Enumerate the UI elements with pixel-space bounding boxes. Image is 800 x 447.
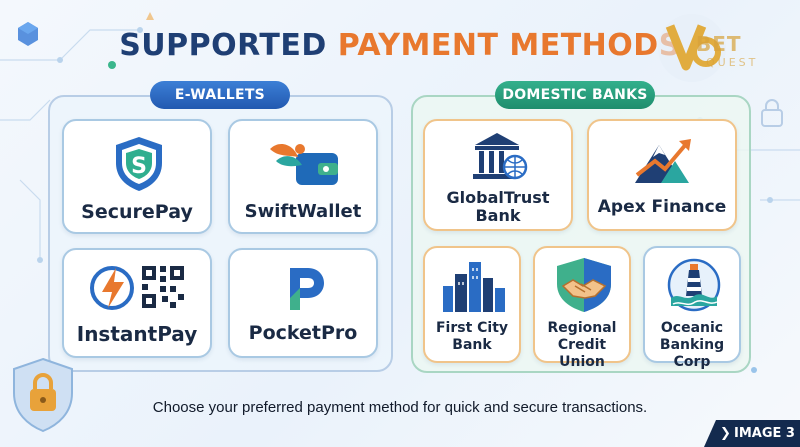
card-label-securepay: SecurePay	[81, 201, 193, 223]
image-number-badge: ❯ IMAGE 3	[704, 420, 800, 447]
lightning-qr-icon	[90, 266, 184, 310]
chevron-right-icon: ❯	[720, 426, 731, 441]
handshake-shield-icon	[557, 258, 611, 312]
ewallets-heading: E-WALLETS	[150, 81, 290, 109]
domestic-banks-heading: DOMESTIC BANKS	[495, 81, 655, 109]
card-label-regional-credit-union: Regional Credit Union	[535, 320, 629, 371]
card-label-regional-line1: Regional	[547, 320, 617, 336]
card-securepay[interactable]: S SecurePay	[62, 119, 212, 234]
card-oceanic-banking-corp[interactable]: Oceanic Banking Corp	[643, 246, 741, 370]
bank-globe-icon	[473, 133, 528, 180]
card-globaltrust-bank[interactable]: GlobalTrust Bank	[423, 119, 573, 231]
title-part-2: PAYMENT METHODS	[337, 28, 681, 63]
card-regional-credit-union[interactable]: Regional Credit Union	[533, 246, 631, 370]
brand-logo: BET QUEST	[650, 4, 800, 94]
card-label-instantpay: InstantPay	[76, 322, 198, 346]
p-logo-icon	[290, 268, 324, 310]
card-pocketpro[interactable]: PocketPro	[228, 248, 378, 358]
card-label-globaltrust-bank: GlobalTrust Bank	[425, 189, 571, 225]
card-label-apex-finance: Apex Finance	[597, 197, 727, 217]
card-instantpay[interactable]: InstantPay	[62, 248, 212, 358]
mountain-arrow-icon	[635, 139, 691, 183]
svg-text:S: S	[131, 154, 147, 179]
card-label-firstcity-line1: First City	[435, 320, 509, 336]
city-skyline-icon	[443, 262, 505, 312]
card-swiftwallet[interactable]: SwiftWallet	[228, 119, 378, 234]
page-title: SUPPORTED PAYMENT METHODS	[0, 28, 800, 63]
bird-wallet-icon	[270, 143, 338, 185]
title-part-1: SUPPORTED	[119, 28, 338, 63]
card-label-regional-line2: Credit Union	[557, 337, 607, 370]
card-label-globaltrust-line1: GlobalTrust	[446, 188, 550, 207]
footer-caption: Choose your preferred payment method for…	[152, 399, 648, 416]
card-label-globaltrust-line2: Bank	[475, 206, 521, 225]
card-first-city-bank[interactable]: First City Bank	[423, 246, 521, 363]
card-label-pocketpro: PocketPro	[248, 322, 358, 344]
card-label-oceanic-banking-corp: Oceanic Banking Corp	[645, 320, 739, 371]
lighthouse-icon	[667, 258, 721, 312]
card-label-firstcity-line2: Bank	[452, 337, 492, 353]
card-label-first-city-bank: First City Bank	[425, 320, 519, 354]
card-label-oceanic-line1: Oceanic	[660, 320, 724, 336]
card-label-oceanic-line2: Banking Corp	[659, 337, 725, 370]
brand-logo-icon	[658, 14, 726, 82]
logo-sub-text: QUEST	[706, 56, 759, 69]
badge-label: IMAGE 3	[734, 426, 795, 441]
card-apex-finance[interactable]: Apex Finance	[587, 119, 737, 231]
lock-shield-icon	[13, 357, 73, 433]
logo-brand-text: BET	[696, 32, 742, 56]
shield-s-icon: S	[116, 137, 162, 191]
card-label-swiftwallet: SwiftWallet	[244, 201, 362, 222]
